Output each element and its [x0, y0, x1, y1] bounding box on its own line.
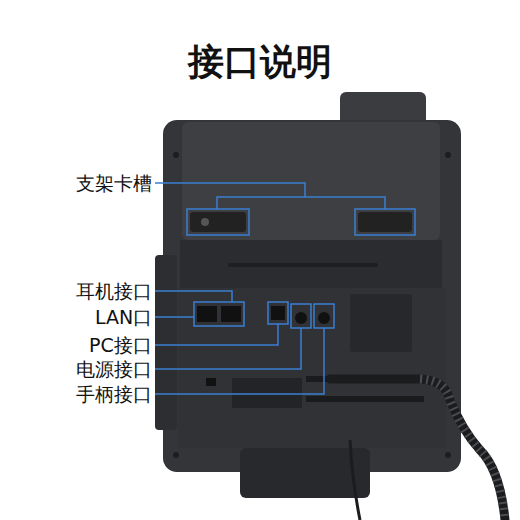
cable	[350, 440, 360, 520]
port	[271, 306, 285, 320]
port-label: LAN口	[95, 305, 152, 329]
lower-panel	[178, 288, 446, 448]
port-label: 耳机接口	[76, 279, 152, 303]
leader-line	[155, 324, 278, 345]
highlight-box	[291, 304, 311, 328]
upper-panel	[182, 122, 440, 240]
leader-line	[155, 183, 385, 209]
port-label: PC接口	[89, 333, 152, 357]
label-area	[350, 294, 412, 352]
port	[318, 312, 330, 324]
slot	[190, 212, 246, 232]
page-title: 接口说明	[0, 38, 520, 87]
stand-recess	[180, 240, 442, 288]
vent	[232, 378, 302, 408]
leader-line	[155, 328, 301, 369]
port-label: 支架卡槽	[76, 171, 152, 195]
screw	[445, 152, 451, 158]
port-label: 手柄接口	[76, 382, 152, 406]
leader-line	[155, 328, 324, 394]
highlight-box	[194, 302, 244, 326]
cord-groove	[306, 396, 424, 402]
side-bump	[155, 255, 177, 430]
port	[295, 312, 307, 324]
slot-pin	[201, 218, 209, 226]
port	[221, 306, 241, 322]
screw	[173, 152, 179, 158]
slot	[358, 212, 412, 232]
port-label: 电源接口	[76, 357, 152, 381]
highlight-box	[187, 209, 249, 235]
highlight-box	[314, 304, 334, 328]
stand-bar	[228, 263, 378, 267]
leader-line	[155, 316, 194, 318]
screw	[445, 452, 451, 458]
highlight-box	[268, 302, 288, 324]
screw	[173, 452, 179, 458]
lock-slot	[206, 378, 216, 386]
leader-lines	[155, 183, 385, 394]
leader-line	[155, 291, 232, 302]
port	[197, 306, 217, 322]
cord-coil	[420, 379, 505, 520]
phone-body	[163, 120, 461, 472]
cord	[330, 379, 505, 520]
highlight-box	[355, 209, 415, 235]
